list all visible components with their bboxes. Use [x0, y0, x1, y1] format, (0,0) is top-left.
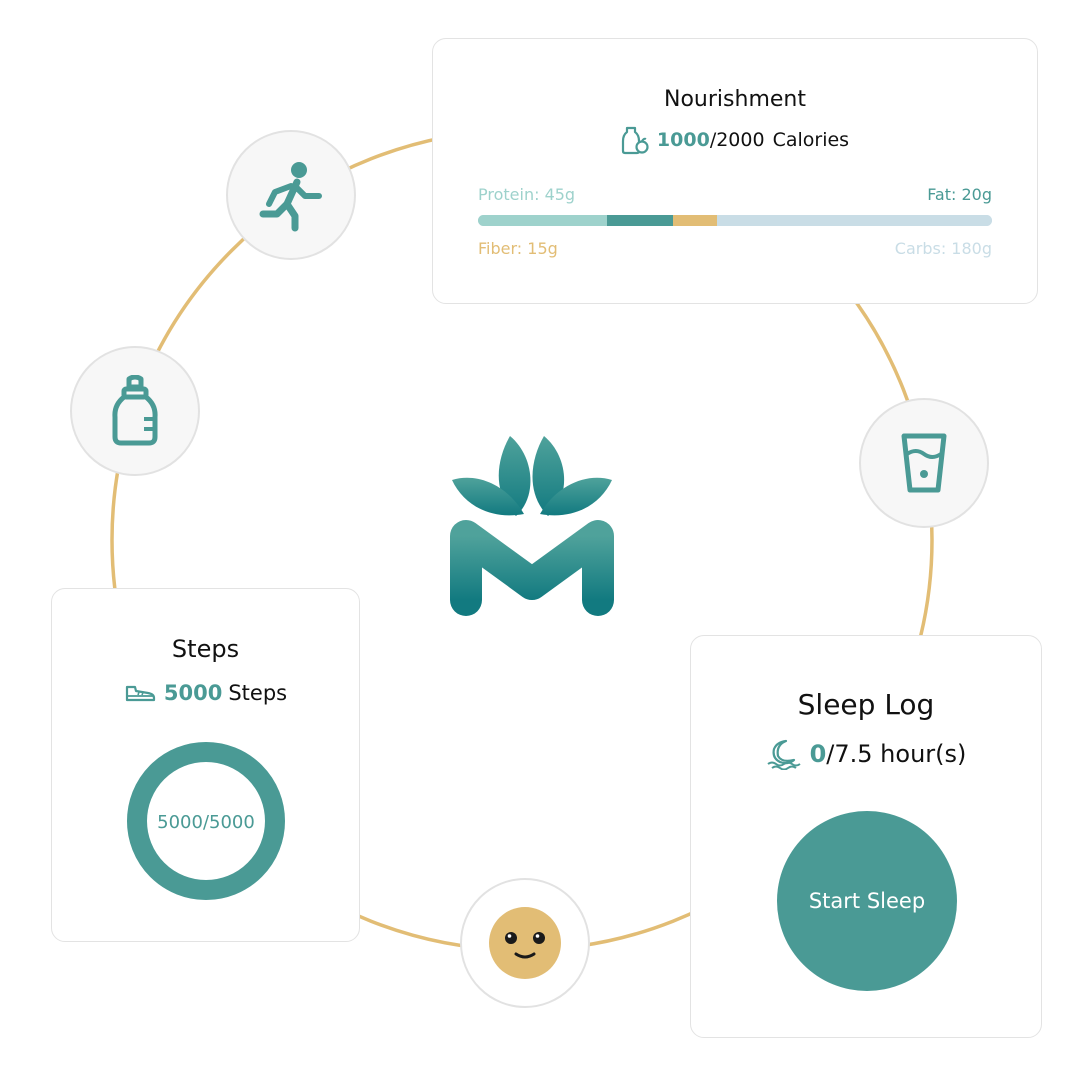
macro-segment-carbs: [717, 215, 992, 226]
calories-unit: Calories: [772, 129, 850, 151]
macro-segment-protein: [478, 215, 607, 226]
protein-label: Protein: 45g: [478, 185, 576, 204]
sleep-goal: /7.5 hour(s): [826, 740, 967, 768]
nourishment-card[interactable]: Nourishment 1000/2000 Calories Protein: …: [432, 38, 1038, 304]
running-orb[interactable]: [226, 130, 356, 260]
steps-progress-text: 5000/5000: [157, 812, 255, 833]
steps-progress-arc: [127, 742, 285, 900]
steps-summary: 5000 Steps: [52, 681, 359, 705]
calories-summary: 1000/2000 Calories: [433, 125, 1037, 155]
running-icon: [259, 162, 322, 232]
sleep-current: 0: [809, 740, 827, 768]
nutrition-bottle-icon: [621, 126, 649, 155]
fat-label: Fat: 20g: [927, 185, 992, 204]
baby-bottle-icon: [112, 375, 158, 446]
steps-card[interactable]: Steps 5000 Steps 5000/5000: [51, 588, 360, 942]
fiber-label: Fiber: 15g: [478, 239, 558, 258]
steps-title: Steps: [171, 635, 240, 663]
mood-orb[interactable]: [460, 878, 590, 1008]
smiley-face-icon: [489, 907, 561, 979]
shoe-icon: [125, 685, 155, 702]
steps-unit: Steps: [228, 681, 288, 705]
calories-goal: /2000: [709, 129, 765, 151]
macro-segment-fat: [606, 215, 674, 226]
start-sleep-button[interactable]: Start Sleep: [777, 811, 957, 991]
calories-current: 1000: [656, 129, 710, 151]
baby-bottle-orb[interactable]: [70, 346, 200, 476]
water-glass-icon: [901, 433, 947, 493]
sleep-log-card[interactable]: Sleep Log 0/7.5 hour(s) Start Sleep: [690, 635, 1042, 1038]
sleep-summary: 0/7.5 hour(s): [691, 738, 1041, 770]
steps-count: 5000: [163, 681, 223, 705]
moon-waves-icon: [766, 739, 801, 770]
steps-progress-ring: 5000/5000: [127, 742, 285, 900]
sleep-title: Sleep Log: [797, 688, 935, 721]
nourishment-title: Nourishment: [664, 87, 806, 112]
water-glass-orb[interactable]: [859, 398, 989, 528]
macro-segment-fiber: [673, 215, 717, 226]
macro-progress-bar: [478, 215, 992, 226]
brand-logo: [450, 436, 614, 616]
carbs-label: Carbs: 180g: [894, 239, 992, 258]
